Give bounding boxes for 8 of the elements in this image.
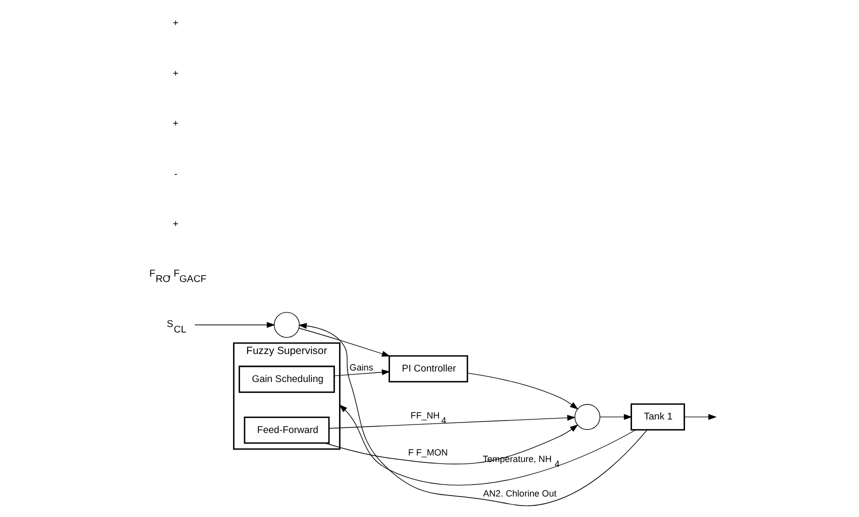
edge-label: Gains <box>349 362 373 372</box>
label: - <box>174 168 177 180</box>
label: + <box>172 118 178 130</box>
edge-label: AN2. Chlorine Out <box>482 488 556 499</box>
edge-label: F F_MON <box>408 448 448 458</box>
label: + <box>172 18 178 30</box>
label: + <box>172 219 178 230</box>
label: + <box>172 68 178 80</box>
